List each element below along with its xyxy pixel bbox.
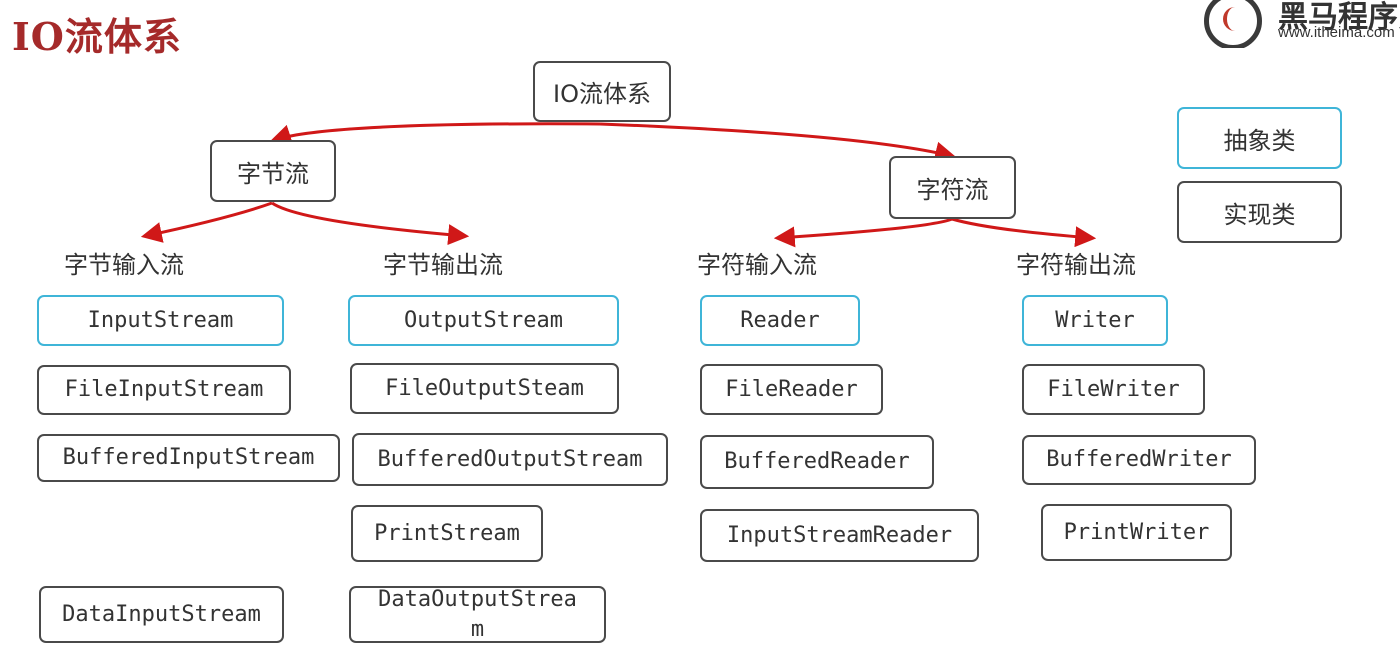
class-filewriter: FileWriter: [1022, 364, 1205, 415]
arrow-byte-to-input: [140, 201, 273, 243]
logo-brand: 黑马程序员: [1278, 0, 1400, 35]
label-char-input: 字符输入流: [697, 251, 817, 279]
class-inputstream: InputStream: [37, 295, 284, 346]
itheima-logo: 黑马程序员 www.itheima.com: [1200, 0, 1400, 48]
class-outputstream: OutputStream: [348, 295, 619, 346]
node-byte-stream: 字节流: [210, 140, 336, 202]
arrow-root-to-char: [599, 122, 957, 163]
class-filereader: FileReader: [700, 364, 883, 415]
class-reader: Reader: [700, 295, 860, 346]
arrow-char-to-output: [951, 217, 1097, 248]
legend-abstract: 抽象类: [1177, 107, 1342, 169]
label-byte-output: 字节输出流: [383, 251, 503, 279]
class-bufferedreader: BufferedReader: [700, 435, 934, 489]
label-char-output: 字符输出流: [1016, 251, 1136, 279]
class-printstream: PrintStream: [351, 505, 543, 562]
logo-url: www.itheima.com: [1278, 24, 1395, 41]
class-dataoutputstream: DataOutputStrea m: [349, 586, 606, 643]
class-fileinputstream: FileInputStream: [37, 365, 291, 415]
class-inputstreamreader: InputStreamReader: [700, 509, 979, 562]
class-bufferedwriter: BufferedWriter: [1022, 435, 1256, 485]
class-datainputstream: DataInputStream: [39, 586, 284, 643]
logo-mark-icon: [1204, 0, 1262, 48]
arrow-byte-to-output: [271, 201, 470, 246]
node-io-root: IO流体系: [533, 61, 671, 122]
class-bufferedinputstream: BufferedInputStream: [37, 434, 340, 482]
arrow-root-to-byte: [270, 122, 601, 145]
node-char-stream: 字符流: [889, 156, 1016, 219]
slide-title: IO流体系: [12, 14, 182, 59]
label-byte-input: 字节输入流: [64, 251, 184, 279]
class-fileoutputsteam: FileOutputSteam: [350, 363, 619, 414]
class-printwriter: PrintWriter: [1041, 504, 1232, 561]
class-writer: Writer: [1022, 295, 1168, 346]
class-bufferedoutputstream: BufferedOutputStream: [352, 433, 668, 486]
legend-concrete: 实现类: [1177, 181, 1342, 243]
arrow-char-to-input: [773, 217, 953, 248]
